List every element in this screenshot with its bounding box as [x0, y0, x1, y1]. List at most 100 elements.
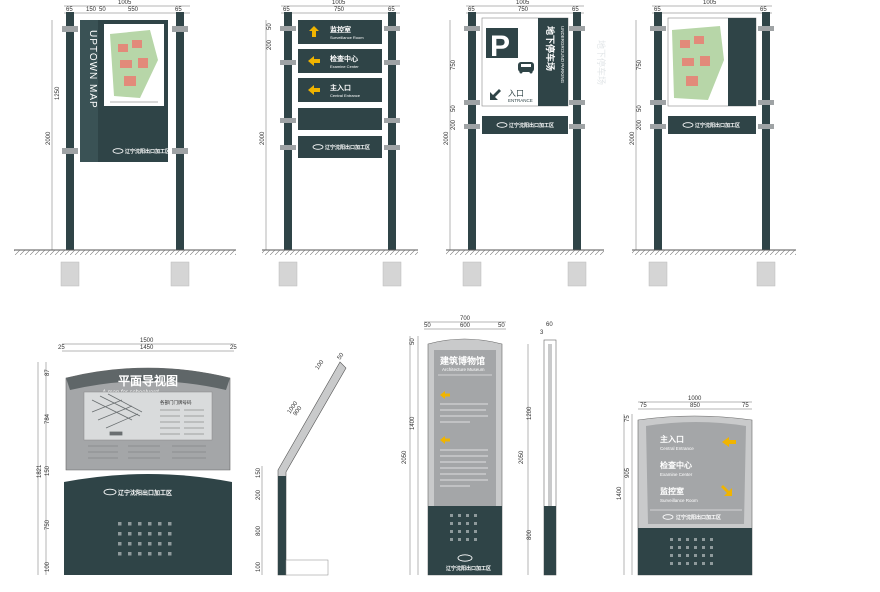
sign1-org-logo: 辽宁沈阳出口加工区 [112, 148, 170, 155]
dim-sign2-top-1: 1005 [332, 0, 346, 6]
arrow-left-icon [440, 391, 450, 399]
sign7-title-cn: 建筑博物馆 [440, 355, 485, 367]
dim-sign7-left-0: 50 [410, 338, 416, 345]
sign-3-dimensions: 65 1005 750 65 750 50 200 2000 [444, 0, 584, 250]
sign2-item-1-cn: 检查中心 [330, 54, 358, 63]
sign2-org-name: 辽宁沈阳出口加工区 [325, 144, 370, 151]
sign1-bracket [172, 26, 188, 32]
sign3-entry-cn: 入口 [508, 89, 524, 98]
dim-sign9-left-1: 905 [625, 467, 631, 478]
sign2-bracket [384, 145, 400, 150]
dim-sign4-left-3: 2000 [630, 131, 636, 145]
sign4-left-post [654, 12, 662, 250]
sign8-profile-base [544, 506, 556, 575]
sign3-bracket [464, 26, 480, 31]
sign3-bracket [464, 100, 480, 105]
sign9-item-1-en: Examine Center [660, 472, 693, 477]
sign4-ground-hatch [632, 250, 796, 255]
dim-sign2-top-2: 750 [334, 7, 345, 13]
car-icon [518, 62, 534, 74]
sign2-item-0-cn: 监控室 [330, 25, 351, 34]
dim-sign6-left-1: 200 [256, 489, 262, 500]
sign1-side-strip [80, 20, 98, 162]
sign1-left-post [66, 12, 74, 250]
sign1-bracket [62, 26, 78, 32]
arrow-down-left-icon [490, 89, 501, 100]
sign7-text-lines-b [440, 449, 488, 487]
sign6-footing [285, 559, 329, 576]
dim-sign3-left-1: 50 [451, 105, 457, 112]
sign-9-entrance-monument: 1000 75 850 75 75 905 1400 主入口 Central E… [617, 396, 753, 576]
sign3-letter: P [490, 30, 510, 63]
sign2-panel-surveillance: 监控室 Surveillance Room [298, 20, 382, 44]
sign2-bracket [384, 60, 400, 65]
zone-logo-icon [457, 554, 473, 562]
dim-sign7-top-3: 50 [498, 323, 505, 329]
dim-sign9-top-0: 1000 [688, 396, 702, 402]
sign5-org-logo: 辽宁沈阳出口加工区 [103, 488, 172, 497]
sign5-top-cap [66, 368, 230, 390]
sign9-org-name: 辽宁沈阳出口加工区 [676, 514, 721, 521]
dim-sign2-top-0: 65 [283, 7, 290, 13]
sign-2-directional-board: 65 1005 750 65 50 200 2000 监控室 Surveilla… [260, 0, 418, 287]
sign3-panel-org: 辽宁沈阳出口加工区 [482, 116, 568, 134]
dim-sign4-left-1: 50 [637, 105, 643, 112]
sign3-ground-hatch [446, 250, 604, 255]
sign3-left-post [468, 12, 476, 250]
sign-7-dimensions: 700 50 600 50 50 1400 2050 [402, 316, 506, 575]
sign4-bracket [758, 124, 774, 129]
sign-3-parking-sign: 65 1005 750 65 750 50 200 2000 P 入口 [444, 0, 604, 287]
sign3-bracket [569, 100, 585, 105]
arrow-left-icon [308, 56, 320, 66]
sign4-foundation [756, 261, 776, 287]
sign2-item-2-en: Central Entrance [330, 93, 361, 98]
dim-sign8-left-0: 1200 [527, 406, 533, 420]
sign5-legend-lines [160, 409, 204, 435]
sign-4-dimensions: 65 1005 65 750 50 200 2000 [630, 0, 772, 250]
parking-p-icon [486, 28, 518, 58]
sign3-bracket [569, 26, 585, 31]
sign-8-dimensions: 60 3 1200 2050 800 [519, 322, 553, 575]
dim-sign2-left-1: 200 [267, 39, 273, 50]
sign3-title-en: UNDERGROUND PARKING [560, 26, 565, 84]
sign7-text-lines-a [440, 403, 488, 423]
dim-sign3-left-3: 2000 [444, 131, 450, 145]
dim-sign5-left-2: 784 [45, 413, 51, 424]
sign4-bracket [758, 100, 774, 105]
dim-sign6-left-2: 800 [256, 525, 262, 536]
dim-sign5-top-2: 25 [58, 345, 65, 351]
sign2-right-post [388, 12, 396, 250]
arrow-down-right-icon [721, 485, 732, 496]
dim-sign5-left-0: 1821 [37, 464, 43, 478]
sign-1-map-board: 65 1005 150 50 550 65 1250 2000 UPTOWN M… [14, 0, 236, 287]
sign7-base [428, 506, 502, 575]
sign5-legend-title: 各部门门牌号码 [160, 399, 192, 406]
dim-sign4-top-1: 1005 [703, 0, 717, 6]
sign2-bracket [280, 60, 296, 65]
sign1-map-buildings [118, 40, 148, 86]
sign1-bracket [62, 148, 78, 154]
dim-sign7-top-2: 600 [460, 323, 471, 329]
zone-logo-icon [103, 488, 117, 496]
dim-sign2-left-0: 50 [267, 23, 273, 30]
dim-sign4-left-0: 750 [637, 59, 643, 70]
dim-sign7-top-1: 50 [424, 323, 431, 329]
sign5-title-cn: 平面导视图 [118, 373, 178, 388]
dim-sign3-top-0: 65 [468, 7, 475, 13]
zone-logo-icon [112, 148, 124, 154]
sign4-bracket [650, 124, 666, 129]
dim-sign9-top-2: 850 [690, 403, 701, 409]
sign2-panel-blank [298, 108, 382, 130]
sign2-ground-hatch [262, 250, 418, 255]
dim-sign9-left-2: 1400 [617, 486, 623, 500]
sign4-map-buildings [680, 36, 710, 86]
sign1-vertical-text: UPTOWN MAP [87, 30, 98, 109]
dim-sign5-left-5: 100 [45, 561, 51, 572]
dim-sign9-left-0: 75 [625, 415, 631, 422]
sign5-vent-grid [118, 522, 172, 556]
sign-1-dimensions: 65 1005 150 50 550 65 1250 2000 [46, 0, 190, 250]
dim-sign1-top-0: 65 [66, 7, 73, 13]
sign2-bracket [280, 145, 296, 150]
sign1-foundation [170, 261, 190, 287]
